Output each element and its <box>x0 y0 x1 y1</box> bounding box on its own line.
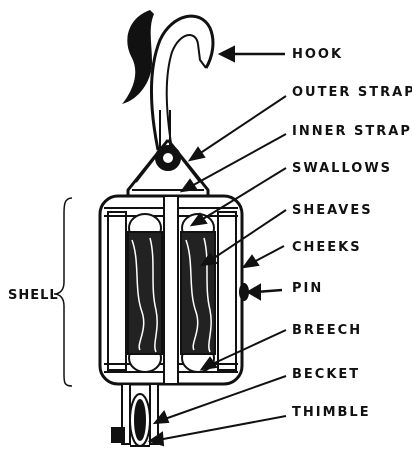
label-swallows: SWALLOWS <box>292 161 392 176</box>
label-cheeks: CHEEKS <box>292 240 362 255</box>
label-inner-strap: INNER STRAP <box>292 124 412 139</box>
thimble-drawing <box>130 394 150 446</box>
label-breech: BREECH <box>292 323 362 338</box>
label-thimble: THIMBLE <box>292 405 371 420</box>
label-outer-strap: OUTER STRAP <box>292 85 412 100</box>
block-shell <box>100 196 242 384</box>
sheave-right <box>181 214 215 372</box>
label-becket: BECKET <box>292 367 360 382</box>
label-hook: HOOK <box>292 47 343 62</box>
label-shell: SHELL <box>8 288 59 303</box>
hook-flange-shape <box>122 10 154 104</box>
strap-drawing <box>128 140 208 200</box>
hook-drawing <box>152 16 213 150</box>
sheave-left <box>128 214 162 372</box>
label-sheaves: SHEAVES <box>292 203 373 218</box>
label-pin: PIN <box>292 281 323 296</box>
